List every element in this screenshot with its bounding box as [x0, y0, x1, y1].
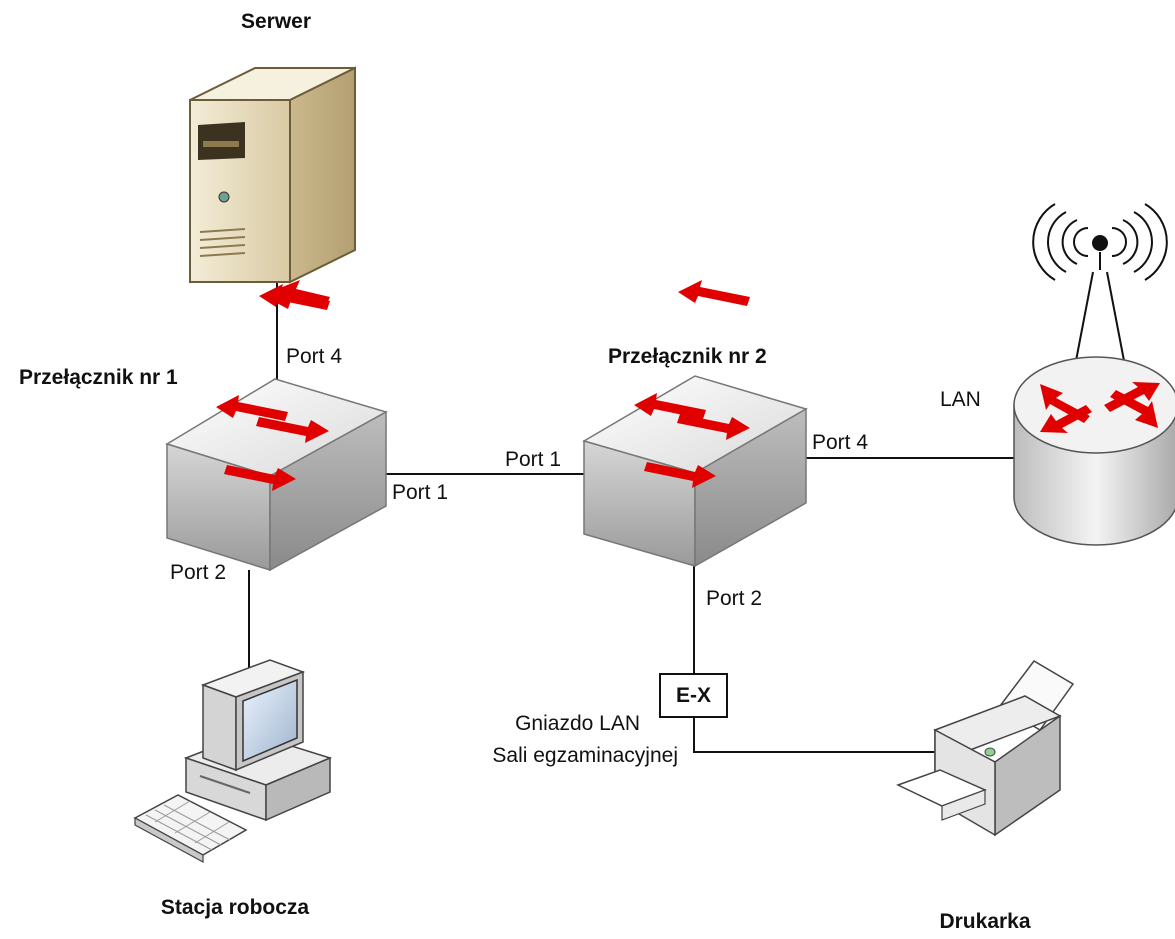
printer-label: Drukarka	[939, 910, 1031, 933]
router-wireless-router-icon	[1013, 203, 1175, 546]
switch2-port2-label: Port 2	[706, 587, 763, 610]
switch1-port2-label: Port 2	[170, 561, 227, 584]
switch2-port4-label: Port 4	[812, 431, 869, 454]
switch1-network-switch-icon	[165, 280, 388, 572]
switch1-port1-label: Port 1	[392, 481, 449, 504]
printer-icon	[896, 660, 1075, 837]
workstation-label: Stacja robocza	[160, 896, 310, 919]
switch2-label: Przełącznik nr 2	[608, 345, 767, 368]
lan-link-label: LAN	[940, 388, 981, 411]
socket-description-line2: Sali egzaminacyjnej	[492, 744, 678, 767]
lan-socket-box: E-X	[659, 673, 728, 718]
socket-code: E-X	[675, 683, 711, 707]
server-tower-icon	[189, 66, 356, 284]
switch2-network-switch-icon	[582, 280, 808, 568]
socket-description-line1: Gniazdo LAN	[515, 712, 640, 735]
server-label: Serwer	[240, 10, 312, 33]
workstation-desktop-computer-icon	[133, 659, 333, 864]
switch2-port1-label: Port 1	[505, 448, 562, 471]
switch1-label: Przełącznik nr 1	[19, 366, 178, 389]
link-switch2-socket-printer	[693, 565, 945, 753]
connections	[248, 272, 1016, 753]
switch1-port4-label: Port 4	[286, 345, 343, 368]
